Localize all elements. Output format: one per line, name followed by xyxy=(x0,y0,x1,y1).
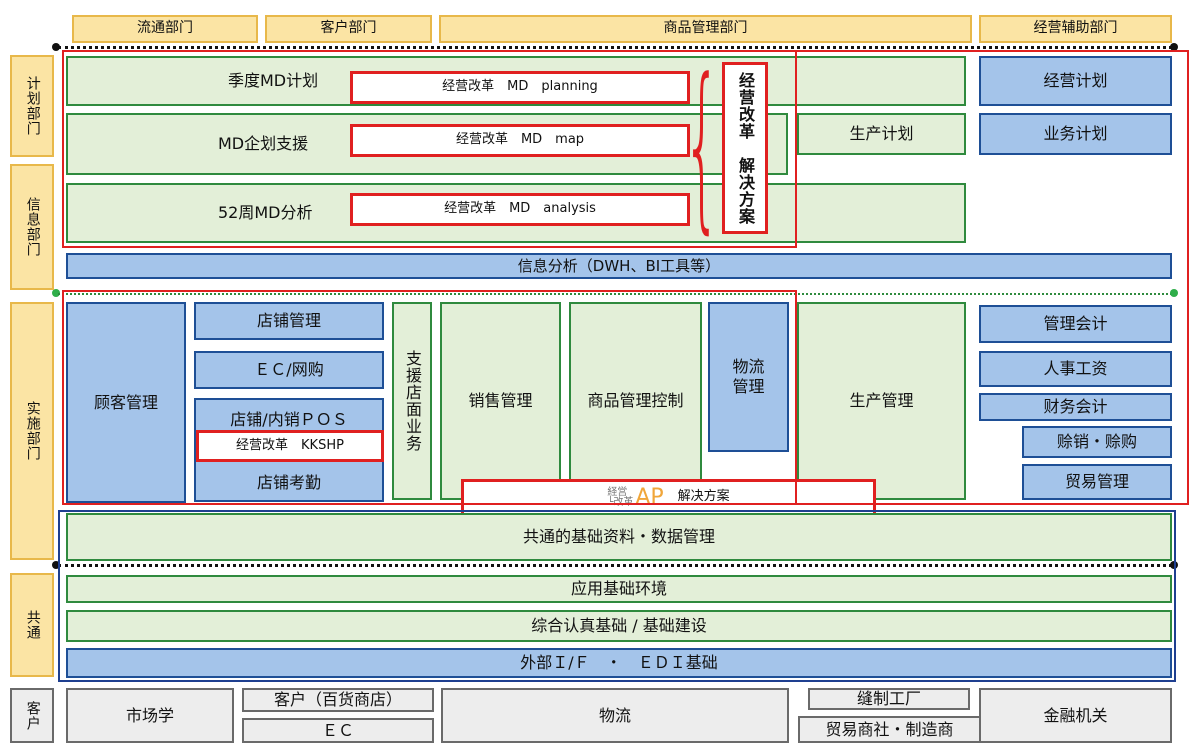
hr-payroll: 人事工资 xyxy=(979,351,1172,387)
ec-channel: ＥＣ xyxy=(242,718,434,743)
line-endpoint xyxy=(1170,561,1178,569)
line-endpoint xyxy=(1170,289,1178,297)
solution-md-analysis: 经营改革 MD analysis xyxy=(350,193,690,226)
customer-management: 顾客管理 xyxy=(66,302,186,503)
dotted-separator-lower xyxy=(58,564,1172,567)
dotted-separator-top xyxy=(58,46,1172,49)
line-endpoint xyxy=(52,289,60,297)
external-if-edi: 外部Ｉ/Ｆ ・ ＥＤＩ基础 xyxy=(66,648,1172,678)
operations-plan: 业务计划 xyxy=(979,113,1172,155)
header-support-dept: 经营辅助部门 xyxy=(979,15,1172,43)
store-operations-support: 支援店面业务 xyxy=(392,302,432,500)
header-product-dept: 商品管理部门 xyxy=(439,15,972,43)
financial-accounting: 财务会计 xyxy=(979,393,1172,421)
financial-institution: 金融机关 xyxy=(979,688,1172,743)
business-plan: 经营计划 xyxy=(979,56,1172,106)
solution-kkshp: 经营改革 KKSHP xyxy=(196,430,384,462)
management-accounting: 管理会计 xyxy=(979,305,1172,343)
solution-vertical-label: 经营改革 解决方案 xyxy=(722,62,768,234)
trading-manufacturer: 贸易商社・制造商 xyxy=(798,716,981,743)
solution-md-planning: 经营改革 MD planning xyxy=(350,71,690,104)
logistics-customer: 物流 xyxy=(441,688,789,743)
brace-icon: { xyxy=(682,40,722,251)
solution-ap-box: 経営 └改革 AP 解决方案 xyxy=(461,479,876,516)
logo-line-top: 経営 xyxy=(607,486,628,498)
store-management: 店铺管理 xyxy=(194,302,384,340)
marketing: 市场学 xyxy=(66,688,234,743)
common-data-management: 共通的基础资料・数据管理 xyxy=(66,513,1172,561)
sales-management: 销售管理 xyxy=(440,302,561,500)
production-management: 生产管理 xyxy=(797,302,966,500)
ap-solution-label: 解决方案 xyxy=(677,489,730,505)
production-plan: 生产计划 xyxy=(797,113,966,155)
product-management-control: 商品管理控制 xyxy=(569,302,702,500)
ec-online-shopping: ＥＣ/网购 xyxy=(194,351,384,389)
trade-management: 贸易管理 xyxy=(1022,464,1172,500)
auth-infrastructure: 综合认真基础 / 基础建设 xyxy=(66,610,1172,642)
keiei-kaikaku-logo: 経営 └改革 xyxy=(607,486,634,508)
line-endpoint xyxy=(1170,43,1178,51)
solution-md-map: 经营改革 MD map xyxy=(350,124,690,157)
header-distribution-dept: 流通部门 xyxy=(72,15,258,43)
side-info-dept: 信息部门 xyxy=(10,164,54,290)
side-common: 共通 xyxy=(10,573,54,677)
sewing-factory: 缝制工厂 xyxy=(808,688,970,710)
logistics-management: 物流管理 xyxy=(708,302,789,452)
line-endpoint xyxy=(52,43,60,51)
info-analysis-bar: 信息分析（DWH、BI工具等） xyxy=(66,253,1172,279)
side-customer: 客户 xyxy=(10,688,54,743)
store-attendance: 店铺考勤 xyxy=(256,473,321,492)
header-customer-dept: 客户部门 xyxy=(265,15,432,43)
side-implementation-dept: 实施部门 xyxy=(10,302,54,560)
department-store-customer: 客户（百货商店） xyxy=(242,688,434,712)
ap-mark: AP xyxy=(635,484,664,510)
dotted-separator-middle xyxy=(58,293,1172,295)
line-endpoint xyxy=(52,561,60,569)
logo-line-bottom: └改革 xyxy=(607,496,634,508)
side-planning-dept: 计划部门 xyxy=(10,55,54,157)
application-environment: 应用基础环境 xyxy=(66,575,1172,603)
consignment-credit: 赊销・赊购 xyxy=(1022,426,1172,458)
